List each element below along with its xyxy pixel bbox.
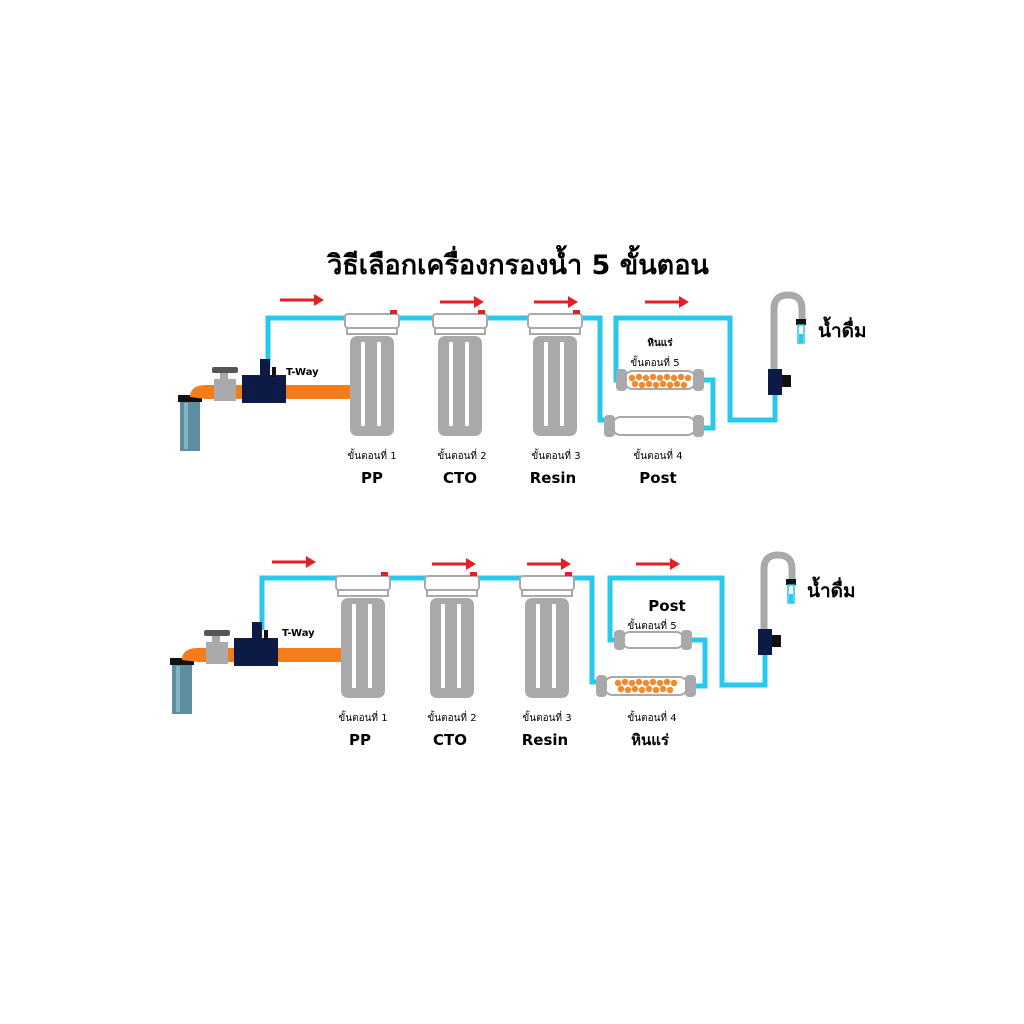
filter-housing-cto — [424, 571, 480, 699]
filter-housing-resin — [519, 571, 575, 699]
step-name: CTO — [433, 731, 467, 749]
diagram-1: T-Way น้ำดื่ม หินแร่ ขั้นตอนที่ 5 ขั้นตอ… — [178, 294, 867, 487]
drinking-water-label: น้ำดื่ม — [807, 576, 856, 602]
step5-name: หินแร่ — [647, 337, 673, 349]
step-caption: ขั้นตอนที่ 2 — [427, 710, 476, 724]
step5-caption: ขั้นตอนที่ 5 — [630, 355, 679, 369]
flow-arrow-2 — [440, 296, 484, 308]
flow-arrow-4 — [636, 558, 680, 570]
flow-arrow-1 — [280, 294, 324, 306]
flow-arrow-4 — [645, 296, 689, 308]
flow-arrow-1 — [272, 556, 316, 568]
step-caption: ขั้นตอนที่ 1 — [347, 448, 396, 462]
flow-arrow-2 — [432, 558, 476, 570]
water-line — [702, 377, 716, 431]
step-name: PP — [361, 469, 383, 487]
step-name: CTO — [443, 469, 477, 487]
step5-caption: ขั้นตอนที่ 5 — [627, 618, 676, 632]
step-name: PP — [349, 731, 371, 749]
step-caption: ขั้นตอนที่ 1 — [338, 710, 387, 724]
post-cartridge — [614, 630, 692, 650]
mineral-cartridge — [616, 369, 704, 391]
water-line — [613, 315, 778, 423]
filter-housing-pp — [344, 309, 400, 437]
supply-pipe-and-valve — [170, 622, 343, 714]
step-caption: ขั้นตอนที่ 3 — [522, 710, 571, 724]
step-caption: ขั้นตอนที่ 4 — [627, 710, 676, 724]
flow-arrow-3 — [534, 296, 578, 308]
water-line — [607, 575, 768, 688]
step-caption: ขั้นตอนที่ 3 — [531, 448, 580, 462]
filter-housing-pp — [335, 571, 391, 699]
filter-housing-cto — [432, 309, 488, 437]
water-line — [688, 637, 708, 689]
step-name: Resin — [522, 731, 568, 749]
drinking-water-label: น้ำดื่ม — [818, 316, 867, 342]
diagram-title: วิธีเลือกเครื่องกรองน้ำ 5 ขั้นตอน — [326, 244, 709, 281]
tway-label: T-Way — [286, 367, 319, 378]
step-name: Resin — [530, 469, 576, 487]
water-line — [259, 575, 600, 685]
mineral-cartridge — [595, 674, 697, 698]
step5-name: Post — [648, 597, 685, 615]
filter-housing-resin — [527, 309, 583, 437]
supply-pipe-and-valve — [178, 359, 351, 451]
flow-arrow-3 — [527, 558, 571, 570]
drinking-faucet — [758, 555, 796, 655]
diagram-2: T-Way น้ำดื่ม Post ขั้นตอนที่ 5 ขั้นตอนท… — [170, 555, 856, 749]
step-name: Post — [639, 469, 676, 487]
tway-label: T-Way — [282, 628, 315, 639]
step-caption: ขั้นตอนที่ 4 — [633, 448, 682, 462]
drinking-faucet — [768, 295, 806, 395]
post-cartridge — [603, 414, 705, 438]
step-name: หินแร่ — [631, 731, 670, 749]
step-caption: ขั้นตอนที่ 2 — [437, 448, 486, 462]
